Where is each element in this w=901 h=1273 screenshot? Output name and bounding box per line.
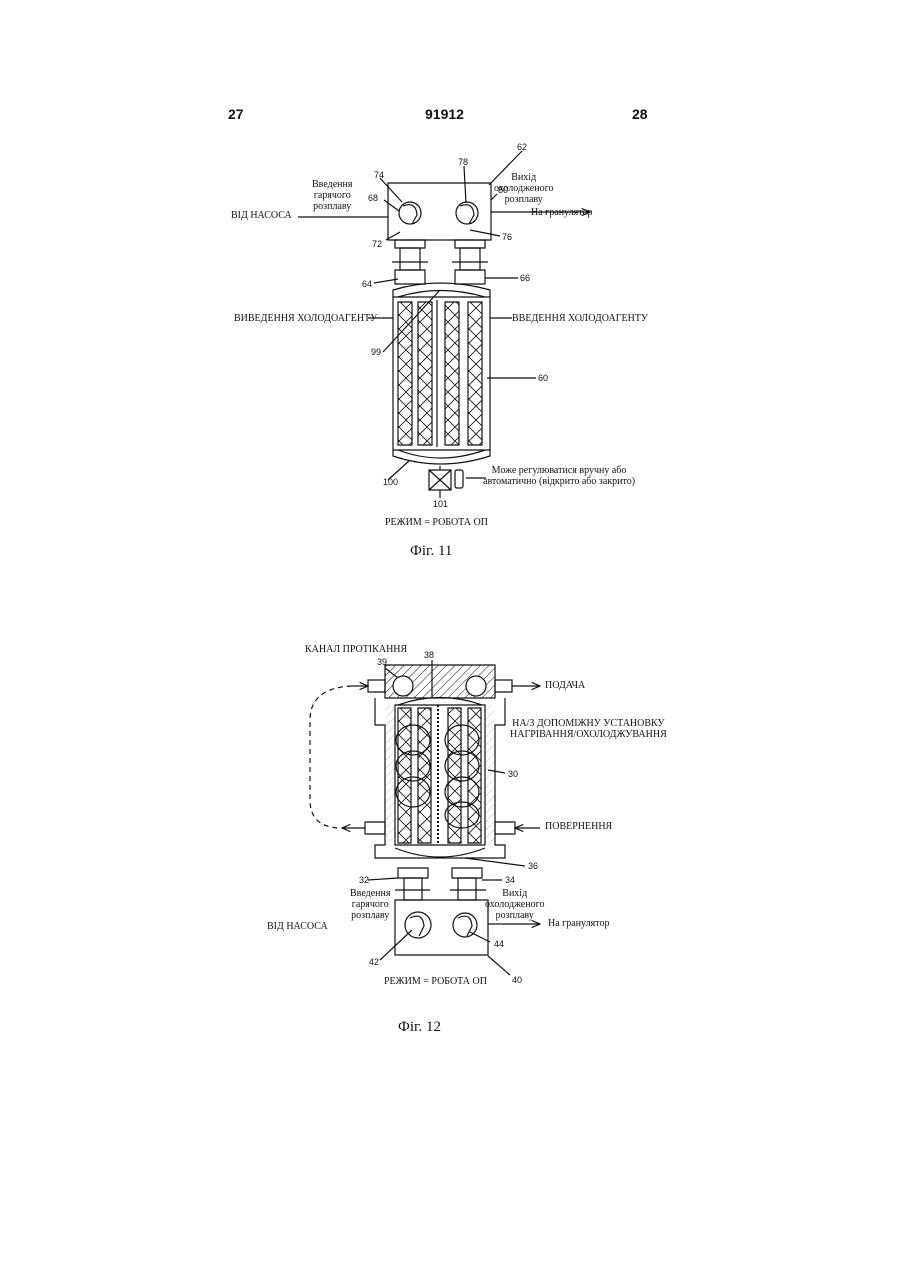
fig12-ref: 34 [505,875,515,885]
fig12-from-pump: ВІД НАСОСА [267,921,328,932]
fig11-ref: 68 [368,193,378,203]
fig11-ref: 72 [372,239,382,249]
fig11-inlet-label: Введення гарячого розплаву [312,179,352,212]
fig12-return: ПОВЕРНЕННЯ [545,821,612,832]
fig11-caption: Фіг. 11 [410,543,452,560]
fig12-ref: 39 [377,657,387,667]
fig11-ref: 60 [538,373,548,383]
fig12-mode: РЕЖИМ = РОБОТА ОП [384,976,487,987]
fig11-from-pump: ВІД НАСОСА [231,210,292,221]
fig12-ref: 38 [424,650,434,660]
fig12-caption: Фіг. 12 [398,1019,441,1036]
fig12-ref: 36 [528,861,538,871]
fig11-to-granulator: На гранулятор [531,207,592,218]
fig12-outlet-label: Вихід охолодженого розплаву [485,888,544,921]
fig11-ref: 64 [362,279,372,289]
fig12-ref: 30 [508,769,518,779]
fig12-header-block [395,900,488,955]
fig11-ref: 78 [458,157,468,167]
fig12-ref: 44 [494,939,504,949]
fig11-valve-note: Може регулюватися вручну або автоматично… [483,465,635,487]
fig12-inlet-label: Введення гарячого розплаву [350,888,390,921]
fig11-ref: 101 [433,499,448,509]
fig11-ref: 100 [383,477,398,487]
fig12-supply: ПОДАЧА [545,680,585,691]
fig12-aux-unit: НА/З ДОПОМІЖНУ УСТАНОВКУ НАГРІВАННЯ/ОХОЛ… [510,718,667,740]
fig12-ref: 42 [369,957,379,967]
fig12-to-granulator: На гранулятор [548,918,609,929]
fig11-ref: 80 [498,185,508,195]
fig12-ref: 32 [359,875,369,885]
fig12-drawing [310,660,540,975]
fig11-ref: 76 [502,232,512,242]
fig11-coolant-left: ВИВЕДЕННЯ ХОЛОДОАГЕНТУ [234,313,377,324]
fig11-mode: РЕЖИМ = РОБОТА ОП [385,517,488,528]
fig11-ref: 99 [371,347,381,357]
fig11-ref: 62 [517,142,527,152]
fig12-leak-channel: КАНАЛ ПРОТІКАННЯ [305,644,407,655]
fig11-ref: 74 [374,170,384,180]
fig12-ref: 40 [512,975,522,985]
fig12-leak-loop [310,686,352,828]
fig11-ref: 66 [520,273,530,283]
fig11-coolant-right: ВВЕДЕННЯ ХОЛОДОАГЕНТУ [512,313,648,324]
